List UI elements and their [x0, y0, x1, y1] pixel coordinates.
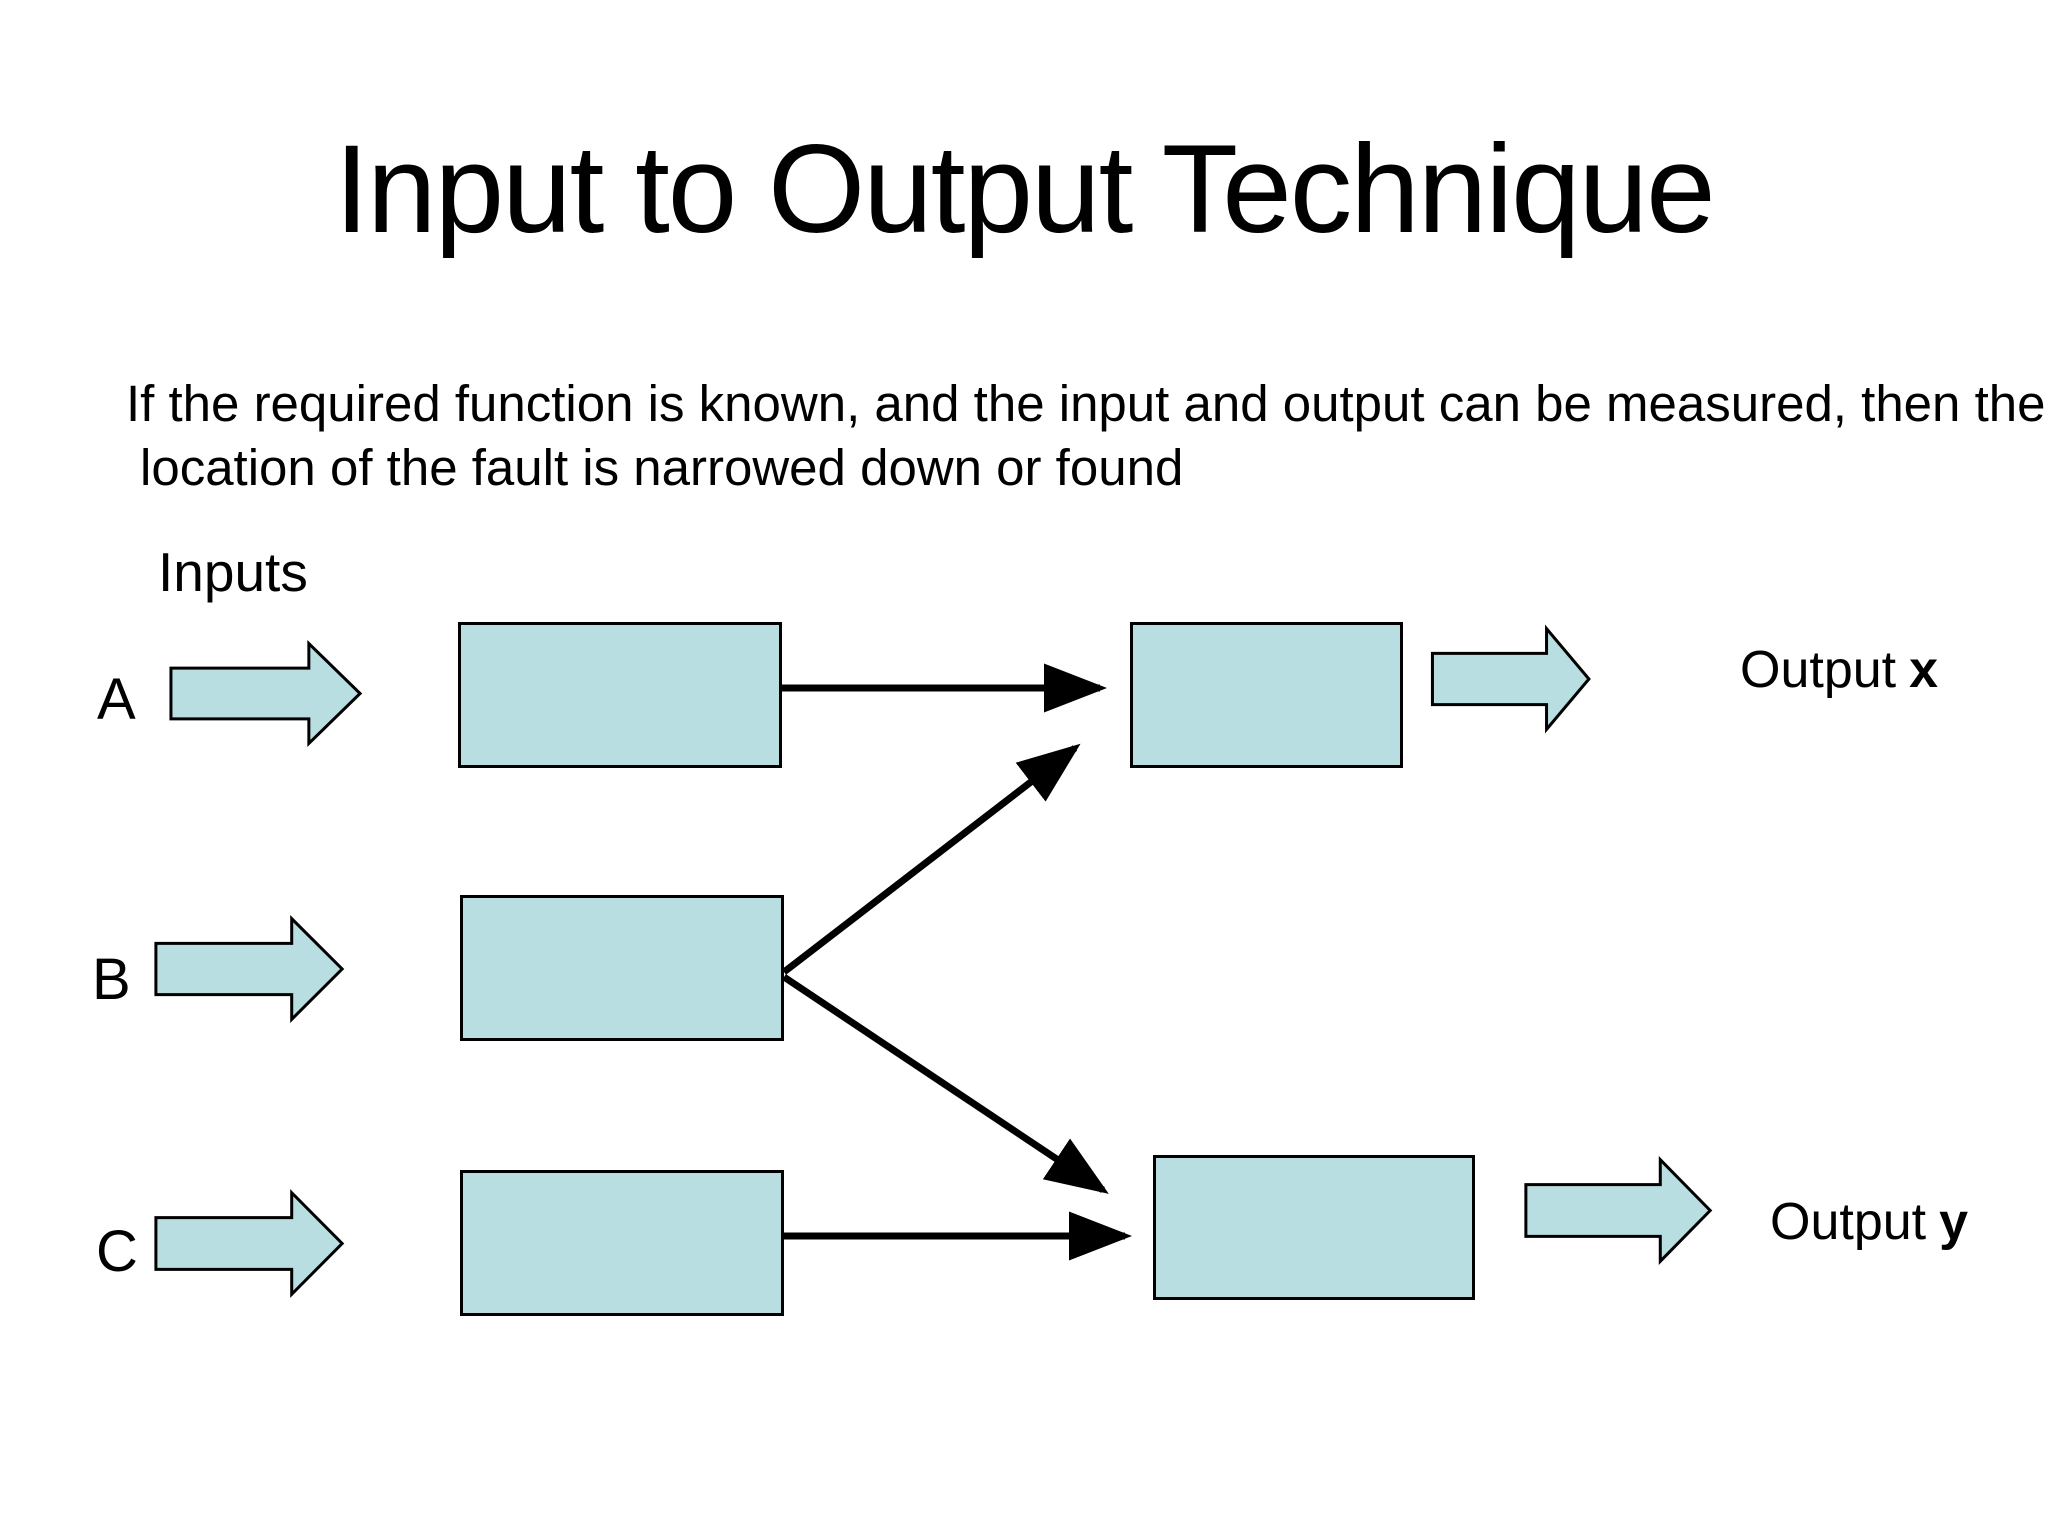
- slide-description: If the required function is known, and t…: [126, 372, 2045, 500]
- description-line-2: location of the fault is narrowed down o…: [140, 439, 1184, 496]
- inputs-heading: Inputs: [158, 541, 308, 603]
- output-x-word: Output: [1740, 641, 1897, 699]
- arrow-box2-to-boxy: [782, 974, 1109, 1194]
- description-line-1: If the required function is known, and t…: [126, 375, 2046, 432]
- arrow-box2-to-boxx: [781, 743, 1081, 975]
- process-box-3: [460, 1170, 784, 1316]
- output-box-y: [1153, 1155, 1475, 1300]
- output-y-word: Output: [1770, 1193, 1927, 1251]
- input-label-c: C: [96, 1219, 138, 1284]
- input-b-block-arrow-icon: [153, 912, 347, 1026]
- input-label-a: A: [97, 667, 136, 732]
- output-box-x: [1130, 622, 1403, 768]
- input-c-block-arrow-icon: [153, 1186, 347, 1301]
- process-box-2: [460, 895, 784, 1041]
- input-label-b: B: [92, 947, 131, 1012]
- input-a-block-arrow-icon: [168, 637, 365, 750]
- output-x-block-arrow-icon: [1430, 622, 1593, 736]
- process-box-1: [458, 622, 782, 768]
- output-x-variable: x: [1909, 641, 1939, 699]
- page-title: Input to Output Technique: [334, 120, 1715, 259]
- output-y-block-arrow-icon: [1523, 1153, 1715, 1268]
- output-y-variable: y: [1939, 1193, 1969, 1251]
